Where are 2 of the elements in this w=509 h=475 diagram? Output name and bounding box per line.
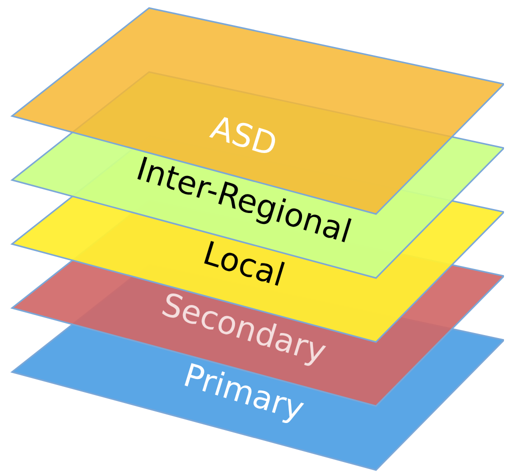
layer-label: ASD (206, 108, 282, 164)
layer-label: Local (198, 234, 290, 294)
